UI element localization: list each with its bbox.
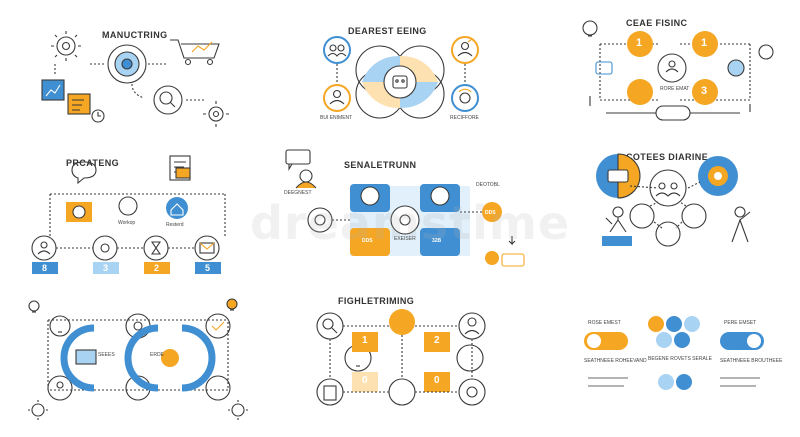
panel-process: PRCATENG 8 3 xyxy=(20,148,280,288)
number: 0 xyxy=(434,375,440,386)
robot-icon xyxy=(758,44,774,60)
target-icon xyxy=(458,378,486,406)
panel-numbered-flow: CEAE FISINC 1 1 3 RORE EMAT xyxy=(560,8,800,148)
panel-venn-graphic xyxy=(323,36,479,119)
house-icon xyxy=(166,197,188,219)
panel-title: MANUCTRING xyxy=(102,30,168,40)
group-icon xyxy=(388,378,416,406)
caption: DDS xyxy=(485,210,496,216)
caption: SEEES xyxy=(98,352,115,358)
number: 0 xyxy=(362,375,368,386)
panel-cycle-graphic xyxy=(285,149,525,267)
caption: 32B xyxy=(432,238,442,244)
gear-icon xyxy=(51,31,81,61)
panel-network-graphic xyxy=(596,153,751,247)
chat-icon xyxy=(285,149,311,171)
gear-icon xyxy=(28,400,48,420)
number: 1 xyxy=(362,335,368,346)
panel-cycle: SENALETRUNN DEEGNEST DEO xyxy=(280,148,540,288)
hub-icon xyxy=(657,53,687,83)
panel-title: DEAREST EEING xyxy=(348,26,427,36)
panel-grid-flow: FIGHLETRIMING 1 2 0 0 xyxy=(290,292,550,432)
panel-title: FIGHLETRIMING xyxy=(338,296,415,306)
panel-loop: SEEES ERDE xyxy=(18,292,278,432)
caption: BUI ENIMENT xyxy=(320,115,353,121)
number: 2 xyxy=(434,335,440,346)
panel-title: CEAE FISINC xyxy=(626,18,688,28)
lightbulb-icon xyxy=(627,79,653,105)
caption: RORE EMAT xyxy=(660,86,690,92)
gear-icon xyxy=(228,400,248,420)
lightbulb-icon xyxy=(28,300,40,313)
step-number: 2 xyxy=(154,263,160,273)
caption: BEGENE ROVETS SERALE xyxy=(648,356,712,362)
lightbulb-icon xyxy=(49,315,71,337)
panel-numbered-flow-graphic xyxy=(582,20,774,121)
panel-grid-flow-graphic xyxy=(316,309,486,406)
document-icon xyxy=(389,309,415,335)
document-icon xyxy=(316,378,344,406)
panel-network: COTEES DIARINE xyxy=(570,148,800,288)
person-icon xyxy=(299,169,313,183)
caption: Resterd xyxy=(166,222,184,228)
person-icon xyxy=(731,206,751,243)
magnifier-icon xyxy=(316,312,344,340)
caption: SEATHNEEE ROHEEVAND xyxy=(584,358,647,364)
envelope-icon xyxy=(194,235,220,261)
cart-icon xyxy=(170,39,220,66)
panel-manufacturing: MANUCTRING xyxy=(20,22,280,162)
panel-process-graphic xyxy=(31,155,226,274)
gear-icon xyxy=(390,205,420,235)
step-number: 8 xyxy=(42,263,48,273)
number-badge xyxy=(627,31,653,57)
document-icon xyxy=(67,93,91,115)
panel-title: SENALETRUNN xyxy=(344,160,417,170)
robot-icon xyxy=(118,196,138,216)
chart-icon xyxy=(41,79,65,101)
panel-loop-graphic xyxy=(28,298,248,420)
number-badge xyxy=(692,79,718,105)
caption: DDS xyxy=(362,238,373,244)
target-icon xyxy=(307,207,333,233)
chat-icon xyxy=(71,161,97,185)
envelope-icon xyxy=(360,186,380,206)
group-icon xyxy=(649,169,687,207)
group-icon xyxy=(47,375,73,401)
caption: SEATHNEEE BROUTHEEE xyxy=(720,358,783,364)
panel-manufacturing-graphic xyxy=(41,31,229,127)
lightbulb-icon xyxy=(582,20,598,36)
target-icon xyxy=(107,44,147,84)
step-number: 5 xyxy=(205,263,211,273)
panel-options-graphic xyxy=(584,316,764,390)
panel-options: ROSE EMEST PERE EMSET SEATHNEEE ROHEEVAN… xyxy=(570,296,800,436)
step-number: 3 xyxy=(103,263,109,273)
gear-icon xyxy=(203,101,229,127)
magnifier-icon xyxy=(153,85,183,115)
person-icon xyxy=(605,206,627,233)
caption: RECIFFORE xyxy=(450,115,479,121)
rocket-icon xyxy=(205,375,231,401)
chat-icon xyxy=(456,344,484,372)
caption: PERE EMSET xyxy=(724,320,757,326)
caption: DEOTOBL xyxy=(476,182,500,188)
robot-icon xyxy=(383,65,417,99)
cloud-icon xyxy=(430,186,450,206)
caption: ERDE xyxy=(150,352,164,358)
caption: EXEISER xyxy=(394,236,416,242)
number: 1 xyxy=(701,37,708,49)
lightbulb-icon xyxy=(226,298,238,311)
number-badge xyxy=(692,31,718,57)
lightbulb-icon xyxy=(485,251,499,265)
panel-venn: DEAREST EEING xyxy=(290,22,550,162)
caption: ROSE EMEST xyxy=(588,320,621,326)
gear-icon xyxy=(92,235,118,261)
document-icon xyxy=(169,155,191,181)
panel-title: COTEES DIARINE xyxy=(626,152,709,162)
number: 3 xyxy=(701,85,708,97)
caption: DEEGNEST xyxy=(284,190,312,196)
person-icon xyxy=(648,316,664,332)
caption: Workop xyxy=(118,220,136,226)
number: 1 xyxy=(636,37,643,49)
